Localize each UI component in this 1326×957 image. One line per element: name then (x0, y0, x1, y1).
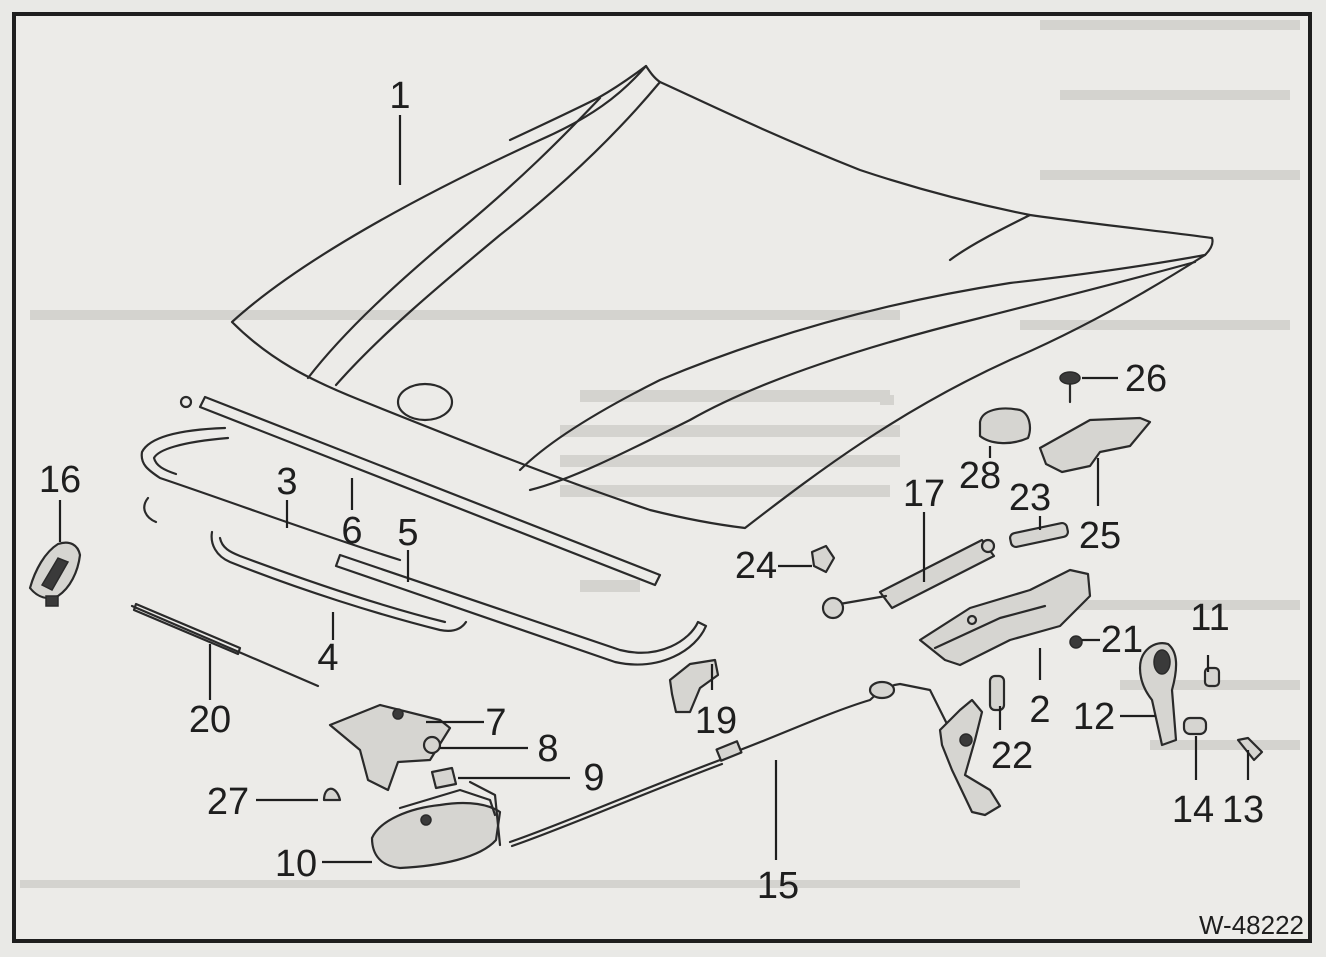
clip-19 (668, 658, 720, 714)
callout-9: 9 (583, 757, 604, 799)
callout-23: 23 (1009, 477, 1051, 519)
callout-3: 3 (276, 461, 297, 503)
callout-10: 10 (275, 843, 317, 885)
background-ghost-text (20, 20, 1300, 888)
callout-24: 24 (735, 545, 777, 587)
hinge-2 (918, 568, 1092, 667)
callout-16: 16 (39, 459, 81, 501)
callout-2: 2 (1029, 689, 1050, 731)
callout-14: 14 (1172, 789, 1214, 831)
callout-13: 13 (1222, 789, 1264, 831)
callout-labels: 1 2 3 4 5 6 7 8 9 10 11 12 13 14 15 16 1… (39, 75, 1304, 940)
clip-24 (810, 544, 836, 574)
figure-reference-code: W-48222 (1199, 910, 1304, 940)
callout-11: 11 (1190, 597, 1229, 639)
lock-10 (370, 780, 502, 870)
buffer-16 (28, 541, 82, 607)
buffer-28 (978, 407, 1031, 445)
seal-strip-6 (179, 395, 662, 587)
callout-26: 26 (1125, 358, 1167, 400)
callout-15: 15 (757, 865, 799, 907)
rod-20 (130, 602, 320, 688)
leader-lines (58, 115, 1250, 864)
callout-21: 21 (1101, 619, 1143, 661)
callout-12: 12 (1073, 696, 1115, 738)
spring-23 (1009, 521, 1069, 549)
screw-9 (430, 766, 458, 790)
spring-22 (988, 674, 1006, 712)
callout-8: 8 (537, 728, 558, 770)
cap-27 (322, 787, 342, 802)
callout-5: 5 (397, 512, 418, 554)
gas-strut-17 (821, 538, 996, 620)
callout-19: 19 (695, 700, 737, 742)
lock-plate-7 (328, 703, 452, 792)
seal-strip-4 (210, 530, 468, 632)
callout-6: 6 (341, 510, 362, 552)
callout-1: 1 (389, 75, 410, 117)
trim-strip-5 (334, 553, 708, 666)
callout-28: 28 (959, 455, 1001, 497)
callout-25: 25 (1079, 515, 1121, 557)
callout-7: 7 (485, 702, 506, 744)
screw-8 (422, 735, 442, 755)
callout-20: 20 (189, 699, 231, 741)
callout-27: 27 (207, 781, 249, 823)
bushing-14 (1182, 716, 1208, 736)
hinge-bracket-25 (1038, 416, 1152, 474)
screw-11 (1203, 666, 1221, 688)
hood-panel (230, 64, 1214, 530)
release-cable-15 (508, 680, 1002, 848)
latch-12 (1138, 642, 1178, 747)
callout-4: 4 (317, 637, 338, 679)
seal-strip-3 (140, 426, 402, 562)
nut-21 (1069, 635, 1083, 649)
bolt-26 (1059, 371, 1081, 404)
callout-17: 17 (903, 473, 945, 515)
callout-22: 22 (991, 735, 1033, 777)
